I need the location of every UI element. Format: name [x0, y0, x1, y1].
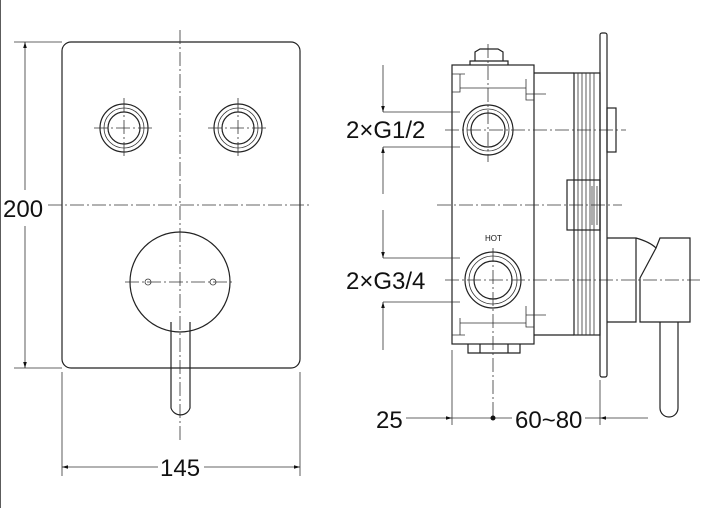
- depth-range-dimension: 60~80: [515, 407, 582, 434]
- thread-section: [573, 72, 601, 336]
- knob-stub: [606, 107, 617, 153]
- bottom-nut: [467, 344, 521, 354]
- hot-label: HOT: [485, 234, 502, 243]
- lower-inlet-dimension: 2×G3/4: [346, 268, 425, 295]
- lever-body: [607, 237, 691, 323]
- height-dimension: 200: [3, 196, 43, 223]
- top-nut: [469, 48, 509, 65]
- knob-left: [94, 98, 154, 158]
- knob-right: [208, 98, 268, 158]
- lever-handle-side: [659, 322, 679, 418]
- upper-inlet-dimension: 2×G1/2: [346, 117, 425, 144]
- lever-escutcheon: [125, 231, 235, 333]
- side-view: HOT 2×G1/2 2×G3/4 25: [346, 32, 700, 434]
- width-dimension: 145: [160, 455, 200, 482]
- dimension-origin-dot: [490, 415, 496, 421]
- wall-plate: [599, 32, 608, 378]
- front-view: 200 145: [3, 30, 312, 482]
- depth-min-dimension: 25: [376, 407, 403, 434]
- lever-handle: [170, 322, 191, 416]
